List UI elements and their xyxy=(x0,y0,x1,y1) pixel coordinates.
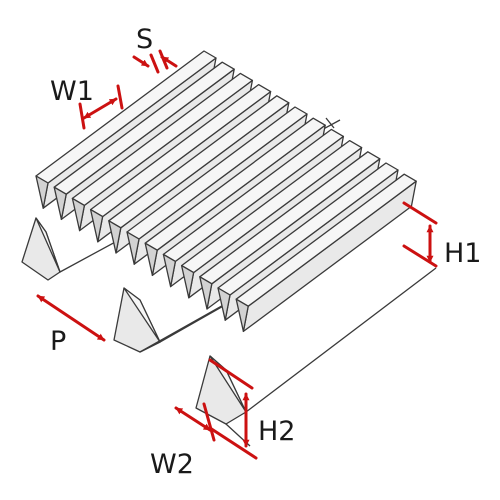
rod-front-top-edge xyxy=(245,267,437,413)
profile-wires xyxy=(35,50,417,333)
wire-width-dimension-w1 xyxy=(78,84,124,130)
profile-wire-end xyxy=(35,175,49,209)
profile-wire-end xyxy=(235,298,249,333)
profile-wire-end xyxy=(162,253,177,288)
label-s: S xyxy=(136,24,153,55)
label-p: P xyxy=(50,326,66,357)
profile-wire-end xyxy=(89,208,104,243)
rod-rear-end-tick xyxy=(325,117,335,129)
label-h1: H1 xyxy=(444,238,481,269)
profile-wire-end xyxy=(126,231,140,265)
slot-dimension-s xyxy=(132,49,178,74)
rod-rear-face xyxy=(35,217,61,273)
label-w1: W1 xyxy=(50,76,94,107)
profile-wire-end xyxy=(144,242,158,277)
front-support-rod xyxy=(195,267,437,447)
profile-wire-end xyxy=(217,287,231,321)
wire-height-dimension-h1 xyxy=(402,201,438,268)
profile-wire-end xyxy=(53,186,67,221)
profile-wire-end xyxy=(108,220,122,254)
profile-wire-end xyxy=(199,276,213,310)
rod-width-dimension-w2 xyxy=(174,402,216,442)
rod-height-dimension-h2 xyxy=(208,358,258,460)
rod-mid-face xyxy=(123,287,161,343)
rod-front-face xyxy=(209,355,247,413)
dimension-markings xyxy=(36,49,438,460)
profile-wire-end xyxy=(180,264,195,299)
label-w2: W2 xyxy=(150,449,194,480)
profile-wire-end xyxy=(71,197,86,232)
label-h2: H2 xyxy=(258,416,295,447)
pitch-dimension-p xyxy=(36,294,106,342)
profile-wire xyxy=(235,173,417,333)
